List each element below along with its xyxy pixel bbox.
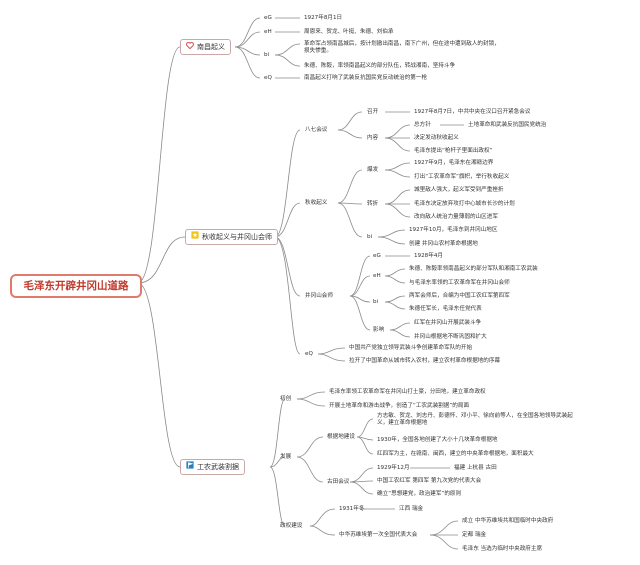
node-label: 总方针	[414, 122, 431, 128]
node-text: 确立“思想建党，政治建军”的原则	[377, 491, 462, 497]
node-label: 中华苏维埃第一次全国代表大会	[339, 532, 418, 538]
node-label: eH	[264, 29, 272, 35]
node-text: 打出“工农革命军”旗帜，举行秋收起义	[414, 174, 510, 180]
node-text: 中国共产党独立领导武装斗争创建革命军队的开始	[349, 345, 473, 351]
branch-label: 秋收起义与井冈山会师	[202, 233, 272, 241]
node-label: bi	[373, 299, 379, 305]
node-text: 1927年8月1日	[304, 15, 343, 21]
node-label: eQ	[305, 351, 313, 357]
node-label: 政权建设	[280, 523, 303, 529]
node-text: 毛泽东决定放弃攻打中心城市长沙的计划	[414, 201, 515, 207]
node-text: 土地革命和武装反抗国民党统治	[468, 122, 547, 128]
node-label: 转折	[367, 201, 379, 207]
node-label: 井冈山会师	[305, 293, 333, 299]
node-text: 1928年4月	[414, 253, 443, 259]
node-label: eH	[373, 273, 381, 279]
node-text: 改向敌人统治力量薄弱的山区进军	[414, 214, 498, 220]
node-text: 毛泽东率领工农革命军在井冈山打土豪，分田地，建立革命政权	[329, 389, 486, 395]
connector-b3	[137, 282, 181, 468]
node-text: 决定发动秋收起义	[414, 135, 459, 141]
node-text: 1927年9月，毛泽东在湘赣边界	[414, 160, 494, 166]
node-label: 发展	[280, 454, 292, 460]
node-text: 中国工农红军 第四军 第九次党的代表大会	[377, 478, 482, 484]
node-label: 根据地建设	[327, 434, 355, 440]
node-label: 召开	[367, 109, 379, 115]
node-text: 拉开了中国革命从城市转入农村，建立农村革命根据地的序幕	[349, 358, 501, 364]
node-label: eG	[264, 15, 272, 21]
node-text: 红四军为主，在赣南、闽西，建立的中央革命根据地，面积最大	[377, 451, 534, 457]
node-text: 城里敌人强大，起义军受到严重挫折	[414, 187, 504, 193]
node-text: 创建 井冈山农村革命根据地	[409, 241, 478, 247]
connector-b2	[137, 236, 186, 284]
branch-armed-separatism[interactable]: 工农武装割据	[180, 459, 245, 475]
branch-autumn-harvest[interactable]: 秋收起义与井冈山会师	[185, 229, 278, 245]
node-label: 影响	[373, 327, 385, 333]
node-text: 福建 上杭县 古田	[454, 465, 497, 471]
node-text: 1929年12月	[377, 465, 410, 471]
node-text: 1927年8月7日，中共中央在汉口召开紧急会议	[414, 109, 531, 115]
node-text: 定都 瑞金	[462, 532, 487, 538]
node-label: bi	[367, 234, 373, 240]
node-label: 古田会议	[327, 479, 350, 485]
branch-nanchang-uprising[interactable]: 南昌起义	[180, 39, 231, 55]
node-text: 朱德、陈毅率领南昌起义的部分军队和湘南工农武装	[409, 266, 538, 272]
node-text: 周恩来、贺龙、叶挺、朱德、刘伯承	[304, 29, 394, 35]
node-text: 毛泽东提出“枪杆子里面出政权”	[414, 148, 493, 154]
node-text: 红军在井冈山开展武装斗争	[414, 320, 482, 326]
node-text: 成立 中华苏维埃共和国临时中央政府	[462, 518, 554, 524]
node-text: 江西 瑞金	[399, 506, 424, 512]
connector-b1	[137, 46, 181, 284]
node-text: 毛泽东 当选为临时中央政府主席	[462, 546, 543, 552]
flag-icon	[186, 460, 194, 474]
node-text: 1927年10月，毛泽东到井冈山地区	[409, 227, 498, 233]
node-text: 义，建立革命根据地	[377, 420, 428, 426]
node-label: eG	[373, 253, 381, 259]
node-text: 1931年冬	[339, 506, 365, 512]
node-text: 两军会师后，合编为中国工农红军第四军	[409, 293, 510, 299]
node-text: 方志敏、贺龙、刘志丹、彭德怀、邓小平、徐向前等人，在全国各地领导武装起	[377, 413, 573, 419]
node-text: 与毛泽东率领的工农革命军在井冈山会师	[409, 280, 510, 286]
branch-label: 工农武装割据	[197, 463, 239, 471]
node-text: 南昌起义打响了武装反抗国民党反动统治的第一枪	[304, 75, 428, 81]
node-label: 爆发	[367, 167, 379, 173]
node-label: 内容	[367, 135, 379, 141]
root-node[interactable]: 毛泽东开辟井冈山道路	[10, 274, 142, 298]
node-text: 损失惨重。	[304, 48, 332, 54]
node-text: 井冈山根据地不断巩固和扩大	[414, 334, 487, 340]
node-text: 朱德任军长，毛泽东任党代表	[409, 306, 482, 312]
node-label: 初创	[280, 396, 292, 402]
node-text: 开展土地革命和游击战争，创造了“工农武装割据”的局面	[329, 403, 470, 409]
node-text: 革命军占领南昌城后，按计划撤出南昌，南下广州，但在途中遭到敌人的封锁，	[304, 41, 500, 47]
heart-icon	[186, 40, 194, 54]
branch-label: 南昌起义	[197, 43, 225, 51]
node-label: 秋收起义	[305, 200, 328, 206]
node-text: 朱德、陈毅，率领南昌起义的部分队伍，转战湘南，坚持斗争	[304, 63, 456, 69]
node-label: eQ	[264, 75, 272, 81]
node-text: 1930年，全国各地创建了大小十几块革命根据地	[377, 437, 498, 443]
node-label: 八七会议	[305, 127, 328, 133]
node-label: bi	[264, 52, 270, 58]
star-icon	[191, 230, 199, 244]
